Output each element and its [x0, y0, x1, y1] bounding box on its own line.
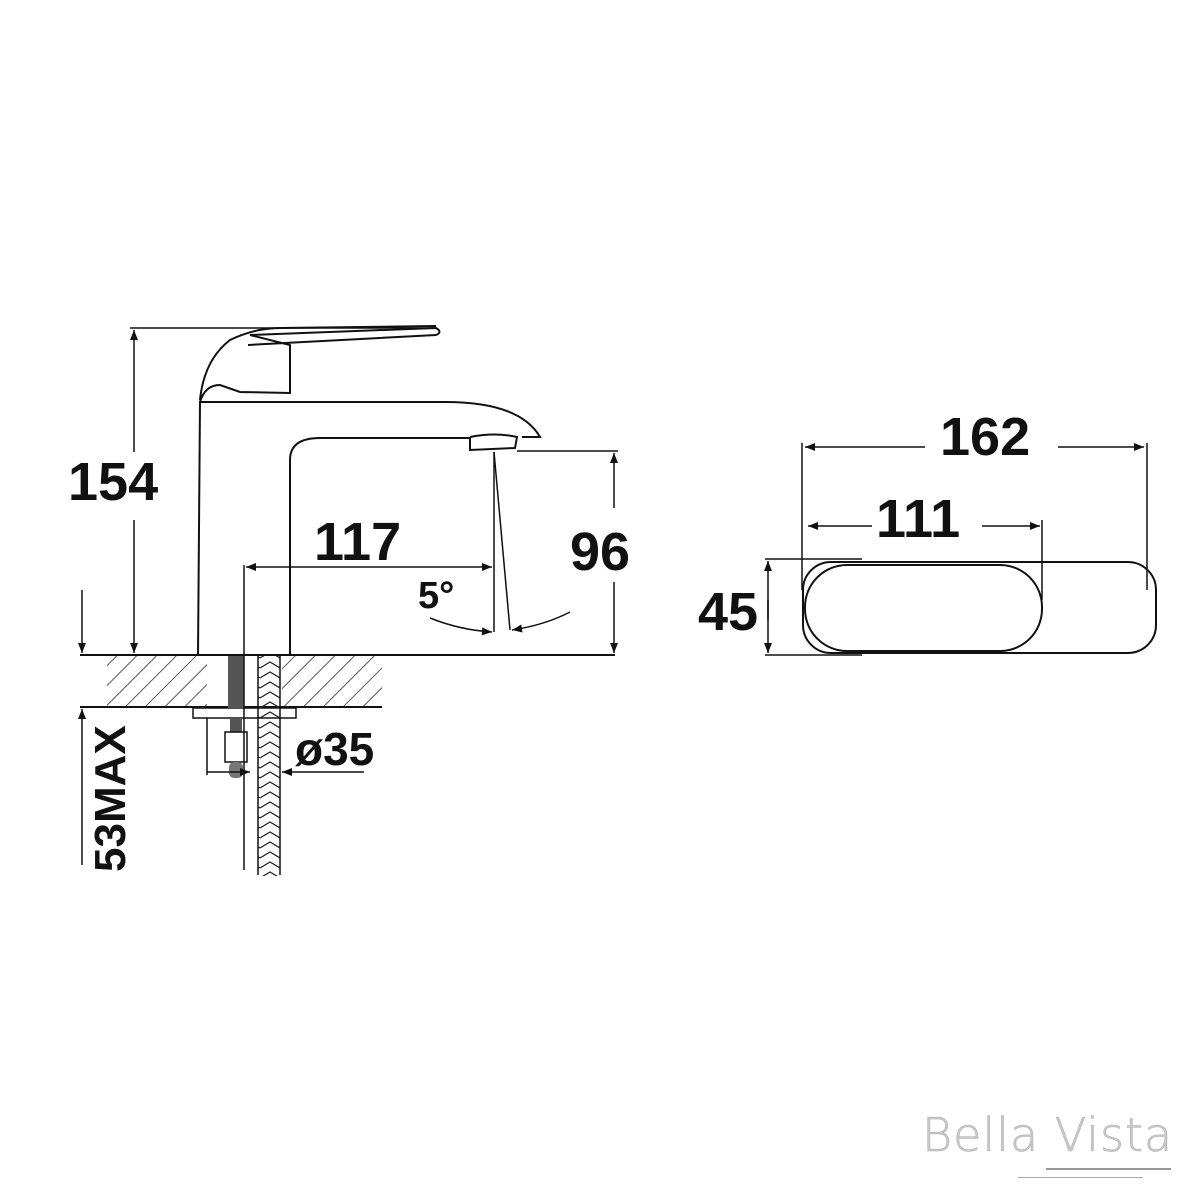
brand-underline — [1046, 1168, 1171, 1170]
dim-162: 162 — [940, 407, 1030, 467]
dim-5deg: 5° — [418, 575, 454, 617]
dimension-hole-diameter: ø35 — [207, 723, 374, 776]
top-view: 162 111 45 — [698, 407, 1157, 656]
dim-111: 111 — [876, 489, 960, 549]
dimension-width: 45 — [698, 558, 862, 656]
dim-45: 45 — [698, 582, 758, 642]
mounting-hardware — [192, 656, 297, 778]
dimension-handle-length: 111 — [808, 489, 1043, 600]
dimension-overall-height: 154 — [68, 327, 436, 653]
dim-53max: 53MAX — [86, 725, 135, 872]
brand-underline-secondary — [1018, 1177, 1143, 1178]
dimension-overall-length: 162 — [801, 407, 1148, 590]
dimension-spout-height: 96 — [517, 450, 630, 653]
countertop — [80, 654, 615, 708]
dim-35: ø35 — [295, 723, 374, 775]
dim-154: 154 — [68, 452, 158, 512]
dimension-bench-thickness: 53MAX — [78, 590, 135, 872]
dim-96: 96 — [570, 522, 630, 582]
dimension-spout-reach: 117 — [243, 512, 492, 870]
side-view: 154 117 5° 96 53MAX — [68, 325, 630, 876]
brand-logo: Bella Vista — [922, 1108, 1174, 1163]
dim-117: 117 — [314, 512, 401, 572]
braided-hose — [257, 656, 281, 876]
tap-body — [197, 325, 542, 656]
dimension-spout-angle: 5° — [418, 575, 571, 636]
